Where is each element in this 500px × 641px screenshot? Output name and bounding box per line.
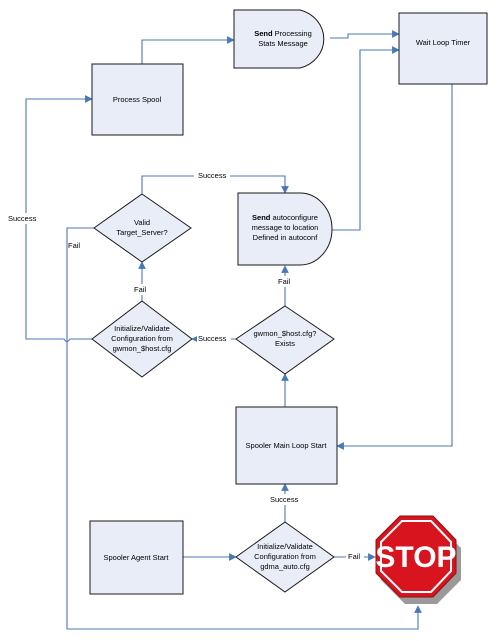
process-spool-label: Process Spool — [113, 95, 162, 104]
node-send-autoconfigure: Send autoconfigure message to location D… — [237, 192, 333, 266]
send-stats-bold: Send — [254, 29, 273, 38]
label-success-main: Success — [270, 495, 299, 504]
svg-text:Send autoconfigure: Send autoconfigure — [252, 213, 318, 222]
node-spooler-agent-start: Spooler Agent Start — [89, 520, 184, 595]
label-fail-autoconf: Fail — [278, 277, 290, 286]
init-gdma-line1: Initialize/Validate — [257, 542, 313, 551]
edge-wait-to-main — [336, 84, 453, 450]
node-process-spool: Process Spool — [91, 63, 184, 136]
valid-target-line1: Valid — [134, 218, 150, 227]
stop-sign-icon: STOP — [375, 515, 461, 604]
label-fail-stop: Fail — [348, 552, 360, 561]
label-success-top: Success — [198, 171, 227, 180]
edge-labels: Success Success Fail Fail Fail Success S… — [6, 170, 364, 562]
node-init-validate-host: Initialize/Validate Configuration from g… — [91, 300, 193, 378]
exists-line1: gwmon_$host.cfg? — [254, 329, 317, 338]
node-send-stats: Send Processing Stats Message — [233, 9, 325, 69]
node-host-cfg-exists: gwmon_$host.cfg? Exists — [235, 305, 335, 375]
stop-sign-text: STOP — [375, 541, 456, 574]
init-host-line2: Configuration from — [111, 334, 173, 343]
label-success-left: Success — [8, 214, 37, 223]
send-autoconf-rest: autoconfigure — [272, 213, 317, 222]
wait-loop-label: Wait Loop Timer — [416, 38, 471, 47]
edge-valid-fail-to-stop — [66, 227, 422, 630]
node-init-validate-gdma: Initialize/Validate Configuration from g… — [235, 521, 335, 593]
init-gdma-line2: Configuration from — [254, 552, 316, 561]
agent-start-label: Spooler Agent Start — [103, 553, 169, 562]
label-fail-mid: Fail — [134, 285, 146, 294]
edge-spool-to-stats — [141, 36, 235, 64]
send-autoconf-bold: Send — [252, 213, 271, 222]
node-wait-loop: Wait Loop Timer — [398, 12, 488, 85]
edge-autoconf-to-wait — [332, 46, 400, 231]
init-gdma-line3: gdma_auto.cfg — [260, 562, 310, 571]
main-loop-label: Spooler Main Loop Start — [246, 441, 328, 450]
label-fail-left: Fail — [68, 241, 80, 250]
send-autoconf-line2: message to location — [252, 223, 319, 232]
node-spooler-main-loop: Spooler Main Loop Start — [235, 406, 338, 485]
send-autoconf-line3: Defined in autoconf — [253, 233, 319, 242]
svg-text:Send Processing: Send Processing — [254, 29, 312, 38]
valid-target-line2: Target_Server? — [116, 228, 167, 237]
init-host-line1: Initialize/Validate — [114, 324, 170, 333]
edge-init-to-spool — [25, 95, 93, 343]
exists-line2: Exists — [275, 339, 295, 348]
node-valid-target: Valid Target_Server? — [93, 193, 192, 263]
edge-stats-to-wait — [330, 30, 400, 39]
send-stats-line2: Stats Message — [258, 39, 308, 48]
init-host-line3: gwmon_$host.cfg — [113, 344, 172, 353]
label-success-exists: Success — [198, 334, 227, 343]
send-stats-rest: Processing — [275, 29, 312, 38]
